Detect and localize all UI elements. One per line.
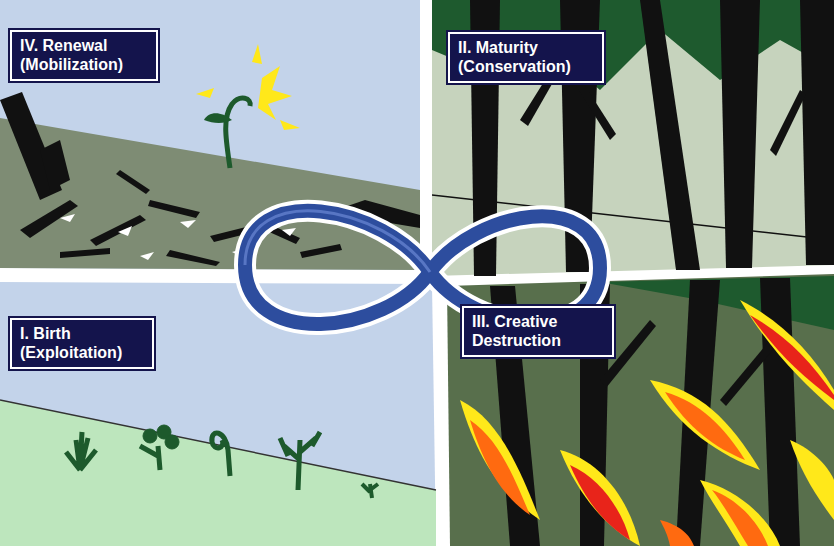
- flames: [460, 300, 834, 546]
- phase-label: I. Birth (Exploitation): [20, 324, 144, 362]
- destruction-panel: [447, 274, 834, 546]
- phase-label-box: IV. Renewal (Mobilization): [10, 30, 158, 81]
- phase-label: IV. Renewal (Mobilization): [20, 36, 148, 74]
- phase-label: II. Maturity (Conservation): [458, 38, 594, 76]
- phase-label-box: II. Maturity (Conservation): [448, 32, 604, 83]
- phase-label: III. Creative Destruction: [472, 312, 604, 350]
- phase-label-box: III. Creative Destruction: [462, 306, 614, 357]
- phase-label-box: I. Birth (Exploitation): [10, 318, 154, 369]
